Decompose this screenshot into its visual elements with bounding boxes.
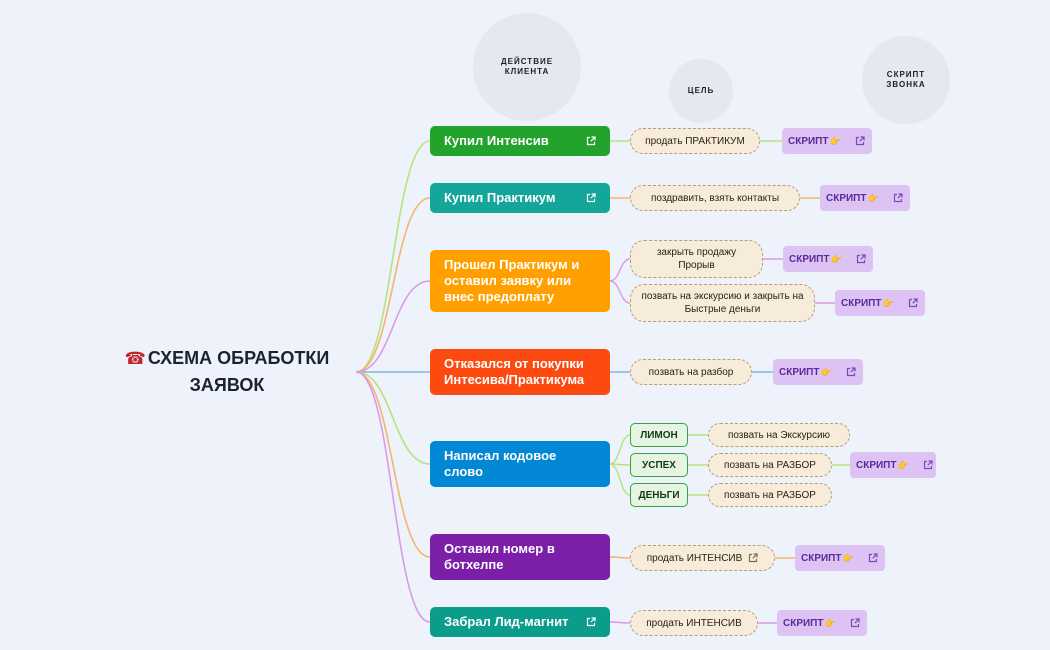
external-link-icon[interactable] — [586, 193, 596, 203]
goal-pill[interactable]: позвать на РАЗБОР — [708, 453, 832, 477]
action-node-label: Оставил номер в ботхелпе — [444, 541, 555, 572]
goal-pill[interactable]: позвать на РАЗБОР — [708, 483, 832, 507]
external-link-icon[interactable] — [908, 298, 918, 308]
code-word-node[interactable]: УСПЕХ — [630, 453, 688, 477]
script-label: СКРИПТ — [779, 366, 820, 378]
goal-pill[interactable]: закрыть продажу Прорыв — [630, 240, 763, 278]
external-link-icon[interactable] — [923, 460, 933, 470]
pointing-hand-icon: 👉 — [882, 297, 894, 308]
action-node-label: Купил Интенсив — [444, 133, 549, 148]
action-node-label: Написал кодовое слово — [444, 448, 557, 479]
goal-text: поздравить, взять контакты — [650, 192, 780, 204]
script-label: СКРИПТ — [783, 617, 824, 629]
goal-text: позвать на Экскурсию — [727, 429, 831, 441]
goal-pill[interactable]: поздравить, взять контакты — [630, 185, 800, 211]
connector-line — [609, 463, 631, 496]
goal-pill[interactable]: продать ИНТЕНСИВ — [630, 610, 758, 636]
telephone-icon: ☎ — [124, 349, 146, 368]
connector-line — [355, 140, 431, 373]
connector-line — [355, 371, 431, 558]
external-link-icon[interactable] — [846, 367, 856, 377]
script-button[interactable]: СКРИПТ👉 — [820, 185, 910, 211]
goal-pill[interactable]: позвать на экскурсию и закрыть на Быстры… — [630, 284, 815, 322]
connector-line — [355, 280, 431, 373]
action-node[interactable]: Купил Интенсив — [430, 126, 610, 156]
goal-text: позвать на РАЗБОР — [724, 459, 816, 471]
action-node[interactable]: Прошел Практикум и оставил заявку или вн… — [430, 250, 610, 312]
pointing-hand-icon: 👉 — [842, 552, 854, 563]
script-button[interactable]: СКРИПТ👉 — [850, 452, 936, 478]
action-node-label: Купил Практикум — [444, 190, 556, 205]
script-label: СКРИПТ — [826, 192, 867, 204]
script-label: СКРИПТ — [856, 459, 897, 471]
goal-text: позвать на разбор — [648, 366, 734, 378]
external-link-icon[interactable] — [850, 618, 860, 628]
goal-text: продать ИНТЕНСИВ — [646, 552, 743, 564]
goal-text: продать ПРАКТИКУМ — [645, 135, 745, 147]
connector-line — [609, 280, 631, 304]
root-title: СХЕМА ОБРАБОТКИ ЗАЯВОК — [147, 348, 330, 395]
connector-line — [609, 434, 631, 465]
pointing-hand-icon: 👉 — [897, 459, 909, 470]
root-topic[interactable]: ☎СХЕМА ОБРАБОТКИ ЗАЯВОК — [112, 345, 342, 399]
code-word-node[interactable]: ДЕНЬГИ — [630, 483, 688, 507]
pointing-hand-icon: 👉 — [867, 192, 879, 203]
code-word-node[interactable]: ЛИМОН — [630, 423, 688, 447]
script-button[interactable]: СКРИПТ👉 — [777, 610, 867, 636]
external-link-icon[interactable] — [586, 136, 596, 146]
script-label: СКРИПТ — [841, 297, 882, 309]
goal-pill[interactable]: позвать на разбор — [630, 359, 752, 385]
pointing-hand-icon: 👉 — [820, 366, 832, 377]
external-link-icon[interactable] — [855, 136, 865, 146]
script-button[interactable]: СКРИПТ👉 — [783, 246, 873, 272]
script-button[interactable]: СКРИПТ👉 — [782, 128, 872, 154]
external-link-icon[interactable] — [893, 193, 903, 203]
script-label: СКРИПТ — [801, 552, 842, 564]
column-header-client-action: ДЕЙСТВИЕ КЛИЕНТА — [473, 13, 581, 121]
goal-pill[interactable]: продать ИНТЕНСИВ — [630, 545, 775, 571]
script-label: СКРИПТ — [788, 135, 829, 147]
script-button[interactable]: СКРИПТ👉 — [795, 545, 885, 571]
external-link-icon[interactable] — [586, 617, 596, 627]
connector-line — [609, 621, 631, 624]
action-node[interactable]: Забрал Лид-магнит — [430, 607, 610, 637]
external-link-icon[interactable] — [868, 553, 878, 563]
connector-line — [609, 556, 631, 559]
column-header-goal: ЦЕЛЬ — [669, 59, 733, 123]
goal-text: продать ИНТЕНСИВ — [646, 617, 742, 629]
action-node[interactable]: Отказался от покупки Интесива/Практикума — [430, 349, 610, 395]
connector-line — [355, 197, 431, 373]
action-node-label: Забрал Лид-магнит — [444, 614, 569, 629]
external-link-icon[interactable] — [856, 254, 866, 264]
action-node[interactable]: Оставил номер в ботхелпе — [430, 534, 610, 580]
connector-line — [355, 371, 431, 623]
column-header-call-script: СКРИПТ ЗВОНКА — [862, 36, 950, 124]
connector-line — [609, 258, 631, 282]
action-node[interactable]: Написал кодовое слово — [430, 441, 610, 487]
pointing-hand-icon: 👉 — [830, 253, 842, 264]
external-link-icon[interactable] — [748, 553, 758, 563]
pointing-hand-icon: 👉 — [824, 617, 836, 628]
action-node[interactable]: Купил Практикум — [430, 183, 610, 213]
goal-text: позвать на РАЗБОР — [724, 489, 816, 501]
goal-pill[interactable]: позвать на Экскурсию — [708, 423, 850, 447]
goal-text: позвать на экскурсию и закрыть на Быстры… — [641, 291, 804, 315]
goal-text: закрыть продажу Прорыв — [656, 247, 737, 271]
action-node-label: Прошел Практикум и оставил заявку или вн… — [444, 257, 580, 304]
script-button[interactable]: СКРИПТ👉 — [835, 290, 925, 316]
script-label: СКРИПТ — [789, 253, 830, 265]
script-button[interactable]: СКРИПТ👉 — [773, 359, 863, 385]
pointing-hand-icon: 👉 — [829, 135, 841, 146]
goal-pill[interactable]: продать ПРАКТИКУМ — [630, 128, 760, 154]
action-node-label: Отказался от покупки Интесива/Практикума — [444, 356, 585, 387]
connector-line — [355, 371, 431, 465]
